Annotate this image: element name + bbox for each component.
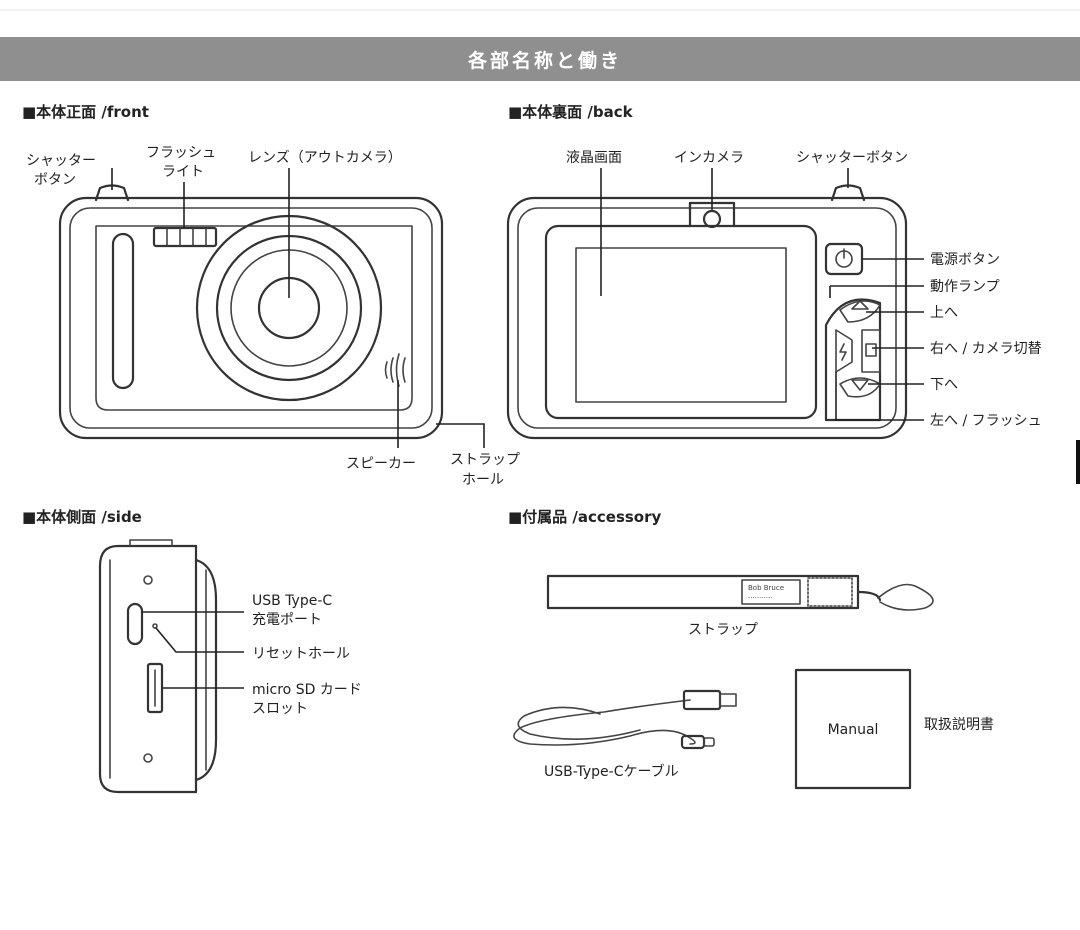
- cable-usb-tip: [719, 693, 737, 707]
- back-dpad-left: [835, 329, 853, 373]
- back-dpad-up: [839, 300, 881, 323]
- side-label-usb-1: USB Type-C: [252, 593, 332, 609]
- section-back-heading: ■本体裏面 /back: [508, 103, 634, 121]
- back-body-inner: [517, 207, 897, 429]
- strap-connector: [856, 590, 882, 602]
- cable-wire: [513, 699, 696, 746]
- front-label-strap-hole-2: ホール: [462, 472, 504, 488]
- front-grip-slot: [111, 232, 135, 390]
- back-body-outline: [506, 196, 908, 440]
- strap-pattern: [807, 577, 853, 607]
- accessory-strap: [546, 574, 934, 611]
- front-label-flash-1: フラッシュ: [146, 145, 216, 161]
- section-front-heading: ■本体正面 /front: [22, 103, 149, 121]
- back-dpad-down: [839, 377, 881, 398]
- strap-band: [546, 574, 860, 610]
- back-label-in-camera: インカメラ: [674, 150, 744, 166]
- front-label-shutter-1: シャッター: [26, 153, 96, 169]
- accessory-label-strap: ストラップ: [688, 622, 758, 638]
- front-face-panel: [95, 225, 413, 411]
- side-reset-hole: [152, 623, 158, 629]
- side-body-outline: [98, 544, 198, 794]
- manual-box-text: Manual: [828, 722, 879, 738]
- accessory-manual: Manual: [794, 668, 912, 790]
- down-arrow-icon: [851, 379, 869, 391]
- back-label-up: 上へ: [930, 305, 958, 321]
- side-label-reset: リセットホール: [252, 646, 350, 662]
- strap-loop: [877, 583, 934, 611]
- section-accessory-heading: ■付属品 /accessory: [508, 508, 662, 526]
- back-in-camera-lens: [702, 209, 722, 229]
- side-screw-bottom: [143, 753, 153, 763]
- front-body-outline: [58, 196, 444, 440]
- back-dpad-right: [861, 329, 881, 373]
- front-speaker-icon: [384, 361, 388, 379]
- front-body-inner: [69, 207, 433, 429]
- front-label-shutter-2: ボタン: [34, 172, 76, 188]
- back-label-shutter: シャッターボタン: [796, 150, 908, 166]
- side-label-usb-2: 充電ポート: [252, 612, 322, 628]
- title-banner: [0, 37, 1080, 81]
- camera-back-view: [506, 168, 924, 440]
- accessory-label-cable: USB-Type-Cケーブル: [544, 763, 679, 780]
- back-label-down: 下へ: [930, 377, 958, 393]
- side-label-sd-2: スロット: [252, 701, 308, 717]
- strap-tag-text-1: Bob Bruce: [748, 584, 784, 592]
- accessory-label-manual: 取扱説明書: [924, 717, 994, 733]
- side-label-sd-1: micro SD カード: [252, 682, 362, 698]
- back-lcd-screen: [575, 247, 787, 403]
- back-label-right: 右へ / カメラ切替: [930, 341, 1042, 357]
- front-flash-light: [152, 226, 218, 248]
- camera-switch-icon: [865, 343, 877, 357]
- camera-side-view: [98, 539, 244, 794]
- accessory-usb-cable: [513, 689, 737, 750]
- edge-marker: [1076, 440, 1080, 484]
- cable-typec-tip: [703, 737, 715, 747]
- section-side-heading: ■本体側面 /side: [22, 508, 142, 526]
- cable-typec-plug: [680, 734, 706, 750]
- back-screen-frame: [544, 224, 818, 420]
- front-label-lens: レンズ（アウトカメラ）: [248, 150, 402, 166]
- back-dpad-outline: [824, 298, 882, 422]
- front-label-speaker: スピーカー: [346, 456, 416, 472]
- side-screw-top: [143, 575, 153, 585]
- back-label-lcd: 液晶画面: [566, 150, 622, 166]
- flash-bolt-icon: [839, 343, 847, 361]
- side-shutter-button: [129, 539, 173, 547]
- side-usb-port: [126, 602, 144, 646]
- strap-tag: [741, 579, 801, 605]
- camera-front-view: [58, 168, 485, 448]
- back-label-left: 左へ / フラッシュ: [930, 413, 1042, 429]
- manual-booklet: [794, 668, 912, 790]
- back-label-lamp: 動作ランプ: [930, 279, 1000, 295]
- page-title: 各部名称と働き: [467, 49, 622, 72]
- back-label-power: 電源ボタン: [930, 252, 1000, 268]
- strap-tag-text-2: ···········: [748, 594, 772, 602]
- front-label-strap-hole-1: ストラップ: [450, 452, 520, 468]
- up-arrow-icon: [851, 300, 869, 310]
- side-lens-profile: [194, 558, 218, 782]
- front-label-flash-2: ライト: [162, 164, 204, 180]
